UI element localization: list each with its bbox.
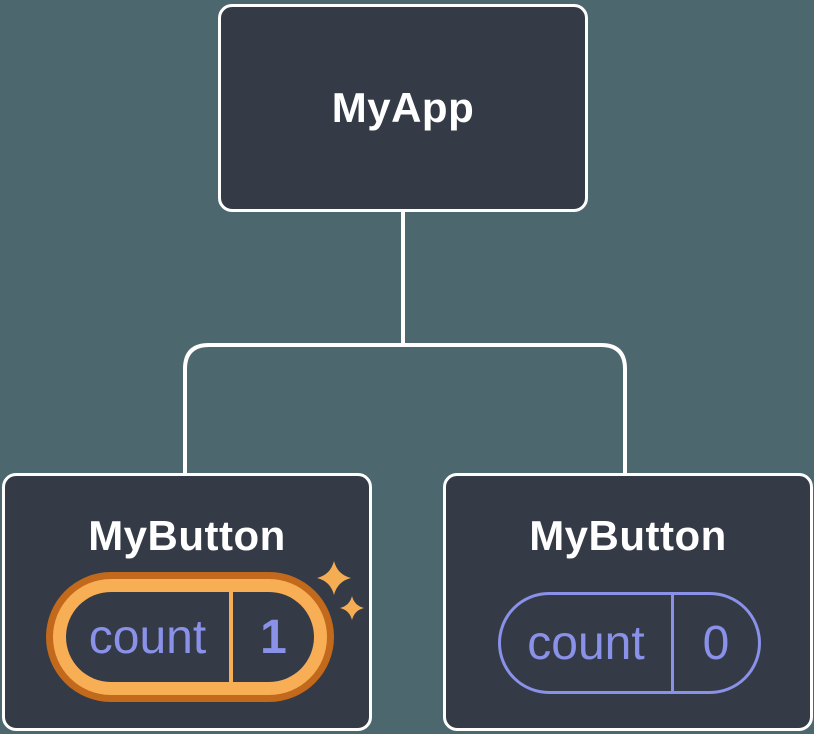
- component-label: MyApp: [331, 84, 475, 131]
- state-value: 1: [260, 610, 287, 664]
- component-label: MyButton: [88, 512, 286, 559]
- state-pill-divider: [671, 595, 674, 691]
- state-key: count: [527, 616, 645, 670]
- connector-bracket: [183, 343, 627, 473]
- component-label: MyButton: [529, 512, 727, 559]
- state-pill: count 0: [498, 592, 761, 694]
- state-pill-ring: count 1: [53, 579, 327, 695]
- component-node-myapp: MyApp: [218, 4, 588, 212]
- state-key: count: [88, 610, 207, 664]
- state-pill-body: count 1: [66, 592, 314, 682]
- state-value: 0: [702, 616, 730, 670]
- component-node-mybutton-1: MyButton count 1: [2, 473, 372, 731]
- state-pill-divider: [229, 592, 233, 682]
- state-pill-highlighted: count 1: [46, 572, 334, 702]
- component-node-mybutton-2: MyButton count 0: [443, 473, 813, 731]
